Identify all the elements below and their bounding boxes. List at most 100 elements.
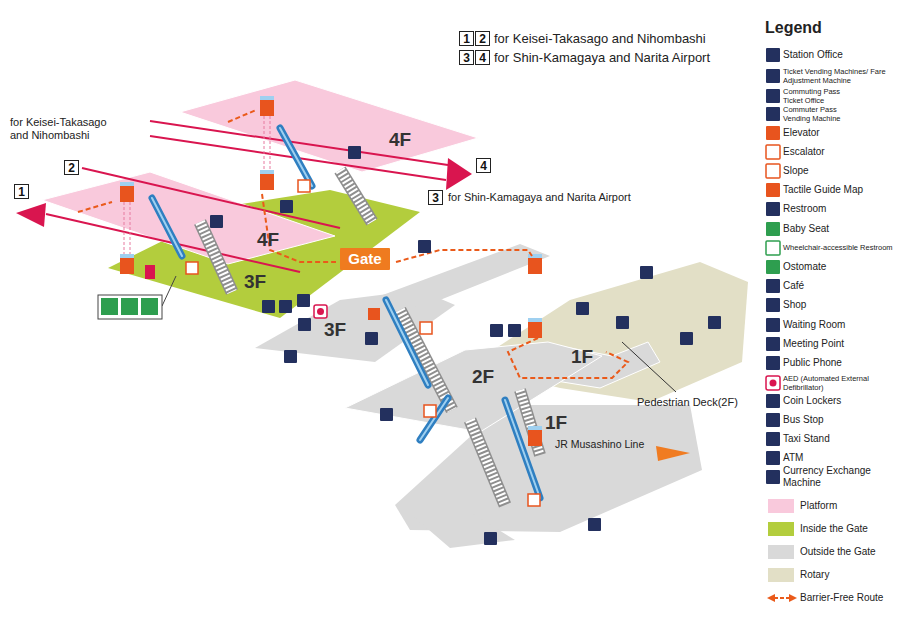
legend-entry: Escalator bbox=[783, 146, 903, 158]
legend-text: Commuting Pass Ticket Office bbox=[783, 88, 855, 105]
legend-text: Barrier-Free Route bbox=[800, 592, 903, 604]
ground-walkway bbox=[400, 505, 515, 548]
legend-text: Taxi Stand bbox=[783, 433, 903, 445]
legend-text: Ostomate bbox=[783, 261, 903, 273]
legend-entry: Inside the Gate bbox=[800, 523, 903, 535]
legend-entry: Taxi Stand bbox=[783, 433, 903, 445]
legend-entry: Baby Seat bbox=[783, 223, 903, 235]
legend-text: Waiting Room bbox=[783, 319, 903, 331]
legend-entry: Slope bbox=[783, 165, 903, 177]
platform-number-box: 1 bbox=[14, 184, 29, 199]
legend-text: Baby Seat bbox=[783, 223, 903, 235]
direction-note: for Keisei-Takasago and Nihombashi bbox=[10, 116, 122, 142]
restroom-icon bbox=[101, 298, 118, 315]
legend-text: Escalator bbox=[783, 146, 903, 158]
platform-floor bbox=[180, 80, 478, 172]
legend-entry: Ostomate bbox=[783, 261, 903, 273]
legend-entry: Platform bbox=[800, 500, 903, 512]
platform-number-box: 4 bbox=[475, 50, 490, 65]
node-text: 3 bbox=[432, 192, 439, 204]
legend-text: Tactile Guide Map bbox=[783, 184, 903, 196]
direction-note: for Shin-Kamagaya and Narita Airport bbox=[494, 49, 710, 66]
walkway bbox=[380, 244, 550, 308]
leader-line bbox=[622, 342, 676, 392]
direction-note: for Keisei-Takasago and Nihombashi bbox=[10, 116, 122, 142]
place-label: JR Musashino Line bbox=[555, 438, 644, 451]
stairs bbox=[200, 170, 540, 505]
floor-label: 1F bbox=[571, 346, 593, 368]
legend-text: Public Phone bbox=[783, 357, 903, 369]
floor-label: 4F bbox=[389, 129, 411, 151]
place-label: Pedestrian Deck(2F) bbox=[637, 396, 738, 409]
legend-entry: Commuting Pass Ticket Office bbox=[783, 88, 855, 105]
callout-leader bbox=[162, 276, 176, 306]
legend-text: Shop bbox=[783, 299, 903, 311]
direction-note: for Keisei-Takasago and Nihombashi bbox=[494, 30, 706, 47]
platform-number-box: 3 bbox=[428, 190, 443, 205]
restroom-icon bbox=[141, 298, 158, 315]
legend-text: Bus Stop bbox=[783, 414, 903, 426]
legend-title: Legend bbox=[765, 18, 822, 38]
legend-swatch bbox=[768, 522, 794, 536]
legend-icons bbox=[766, 48, 780, 484]
legend-entry: Restroom bbox=[783, 203, 903, 215]
legend-swatch bbox=[768, 545, 794, 559]
legend-entry: AED (Automated External Defibrillator) bbox=[783, 375, 903, 392]
floor-label: 2F bbox=[472, 366, 494, 388]
direction-note: for Keisei-Takasago and Nihombashi bbox=[494, 30, 706, 47]
platform-number-box: 3 bbox=[459, 50, 474, 65]
node-text: 4 bbox=[479, 52, 486, 64]
floor-label: 2F bbox=[472, 366, 494, 388]
elevator-shaft bbox=[124, 116, 270, 258]
legend-entry: Meeting Point bbox=[783, 338, 903, 350]
barrier-free-route bbox=[78, 110, 628, 378]
restroom-icon bbox=[121, 298, 138, 315]
node-text: 3 bbox=[463, 52, 470, 64]
direction-arrow bbox=[656, 446, 690, 461]
legend-text: Rotary bbox=[800, 569, 903, 581]
legend-entry: Ticket Vending Machines/ Fare Adjustment… bbox=[783, 68, 903, 85]
legend-title: Legend bbox=[765, 18, 822, 38]
platform-number-box: 2 bbox=[475, 31, 490, 46]
escalator-icons bbox=[186, 180, 540, 506]
legend-text: Elevator bbox=[783, 127, 903, 139]
legend-entry: Shop bbox=[783, 299, 903, 311]
platform-number-box: 2 bbox=[64, 160, 79, 175]
floor-label: 1F bbox=[545, 412, 567, 434]
legend-text: Wheelchair-accessible Restroom bbox=[783, 244, 903, 253]
floor-label: 3F bbox=[244, 271, 266, 293]
floor-label: 3F bbox=[244, 271, 266, 293]
place-label: JR Musashino Line bbox=[555, 438, 644, 451]
legend-entry: Café bbox=[783, 280, 903, 292]
node-text: 2 bbox=[479, 33, 486, 45]
legend-entry: Tactile Guide Map bbox=[783, 184, 903, 196]
floor-label: 1F bbox=[545, 412, 567, 434]
legend-text: Platform bbox=[800, 500, 903, 512]
node-text: Gate bbox=[348, 251, 381, 267]
tactile-map-icon bbox=[368, 308, 380, 320]
legend-text: Inside the Gate bbox=[800, 523, 903, 535]
direction-arrow bbox=[16, 203, 46, 227]
legend-entry: Wheelchair-accessible Restroom bbox=[783, 244, 903, 253]
legend-swatch bbox=[768, 568, 794, 582]
legend-entry: Coin Lockers bbox=[783, 395, 903, 407]
place-label: Pedestrian Deck(2F) bbox=[637, 396, 738, 409]
legend-entry: Station Office bbox=[783, 49, 903, 61]
aed-icon bbox=[317, 308, 324, 315]
node-text: 4 bbox=[480, 160, 487, 172]
aed-icon bbox=[314, 305, 327, 318]
platform-floor bbox=[42, 172, 335, 264]
legend-entry: Elevator bbox=[783, 127, 903, 139]
legend-text: Café bbox=[783, 280, 903, 292]
legend-entry: ATM bbox=[783, 452, 903, 464]
legend-entry: Outside the Gate bbox=[800, 546, 903, 558]
node-text: 1 bbox=[18, 186, 25, 198]
legend-text: Coin Lockers bbox=[783, 395, 903, 407]
floor-label: 3F bbox=[324, 319, 346, 341]
platform-number-box: 4 bbox=[476, 158, 491, 173]
legend-text: Station Office bbox=[783, 49, 903, 61]
direction-note: for Shin-Kamagaya and Narita Airport bbox=[494, 49, 710, 66]
